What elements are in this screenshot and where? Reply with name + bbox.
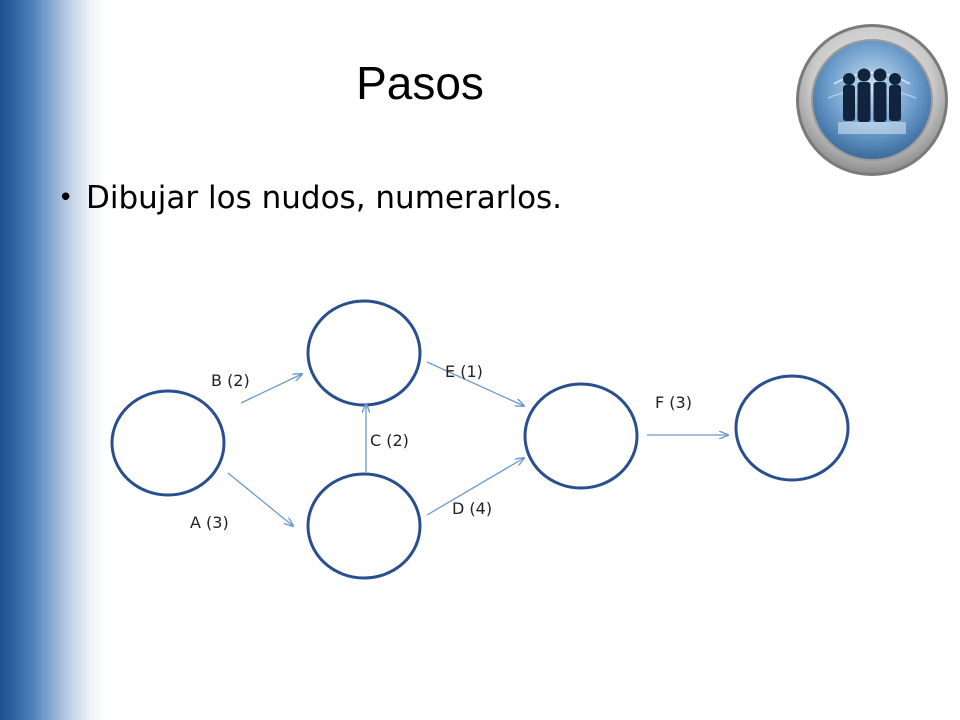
bullet-text: Dibujar los nudos, numerarlos.: [86, 180, 563, 216]
edge-label-a: A (3): [190, 513, 229, 532]
edge-b: [240, 374, 302, 404]
slide-title: Pasos: [356, 57, 484, 109]
edge-label-c: C (2): [370, 431, 409, 450]
node-4: [523, 382, 639, 490]
edge-label-e: E (1): [445, 362, 483, 381]
bullet-item: • Dibujar los nudos, numerarlos.: [58, 180, 562, 217]
edge-label-f: F (3): [655, 393, 692, 412]
edge-e: [426, 361, 524, 406]
bullet-dot-icon: •: [58, 183, 74, 213]
business-people-logo-icon: [796, 24, 948, 176]
node-1: [110, 389, 226, 497]
edge-label-d: D (4): [452, 499, 492, 518]
edge-label-b: B (2): [211, 371, 250, 390]
edge-a: [227, 472, 293, 526]
node-3: [306, 472, 422, 580]
decorative-left-stripe: [0, 0, 105, 720]
node-2: [306, 299, 422, 407]
edge-d: [426, 458, 524, 516]
node-5: [734, 374, 850, 482]
